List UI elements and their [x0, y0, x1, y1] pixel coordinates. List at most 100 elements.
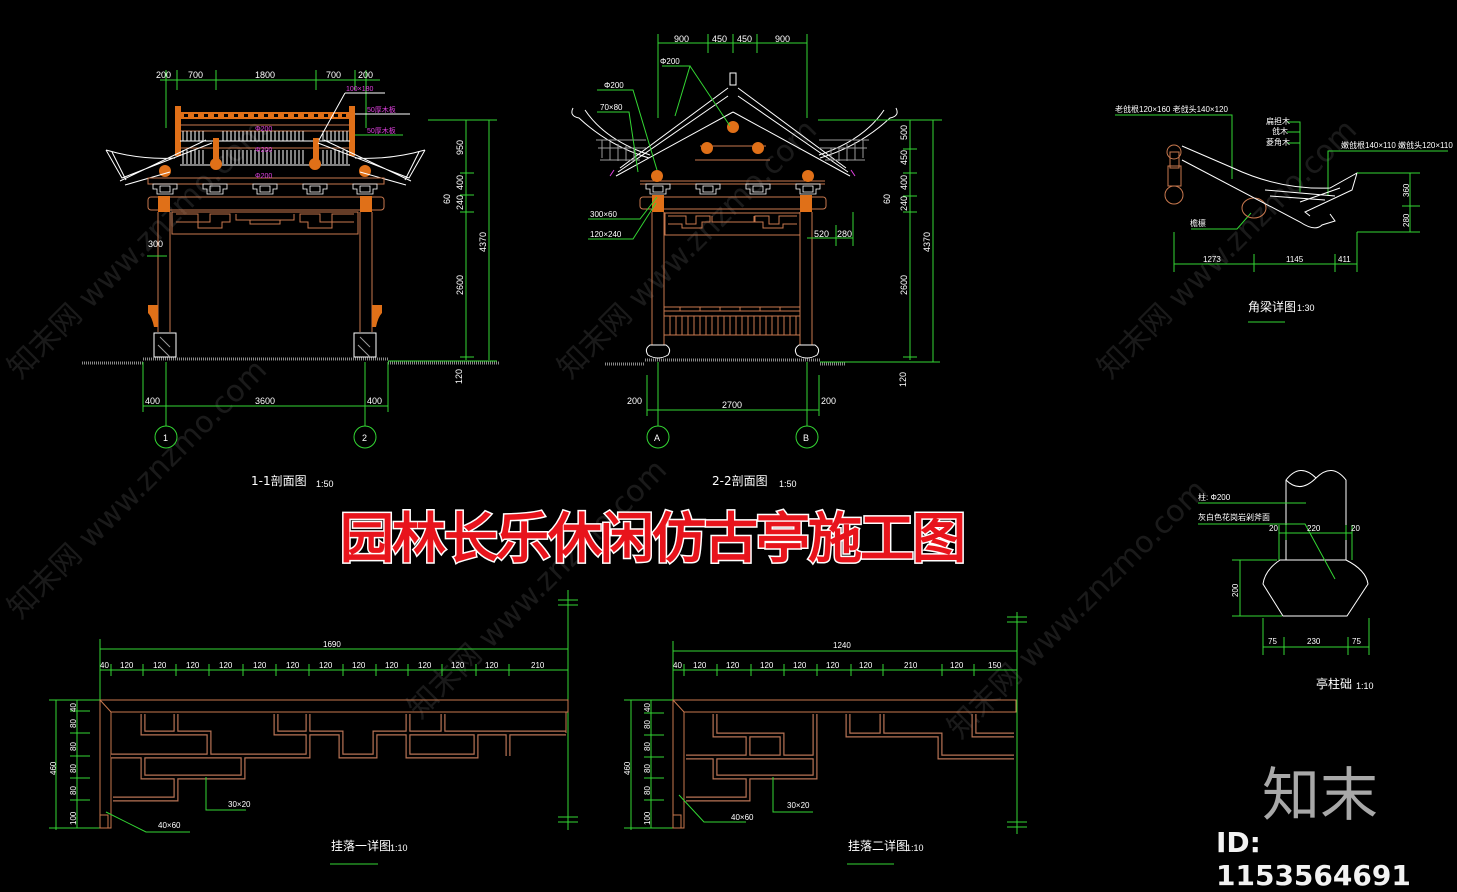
fascia-lattice — [99, 699, 569, 829]
dim-text: 400 — [367, 396, 382, 406]
dim-text: 400 — [899, 175, 909, 190]
drawing-title: 挂落二详图 — [848, 838, 908, 853]
annotation-text: 50厚木板 — [367, 105, 396, 114]
annotation-text: Φ200 — [255, 126, 272, 133]
annotation-text: 老戗根120×160 老戗头140×120 — [1115, 104, 1229, 114]
annotation-text: 300×60 — [590, 210, 617, 219]
dim-text: 4370 — [922, 232, 932, 252]
dim-text: 20 — [1269, 524, 1278, 533]
annotation-text: 70×80 — [600, 103, 623, 112]
dim-text: 4370 — [478, 232, 488, 252]
drawing-scale: 1:10 — [906, 843, 924, 853]
dim-text: 200 — [821, 396, 836, 406]
dim-text: 100 — [69, 811, 78, 825]
dim-text: 120 — [286, 661, 300, 670]
dim-text: 120 — [186, 661, 200, 670]
hanging-fascia-1-detail: 1690 40 120 120 120 120 120 120 120 120 … — [49, 590, 578, 865]
dim-text: 120 — [352, 661, 366, 670]
bracket-sets — [645, 183, 821, 195]
dim-text: 230 — [1307, 637, 1321, 646]
axis-label: B — [803, 433, 809, 443]
dim-text: 200 — [627, 396, 642, 406]
dim-text: 80 — [643, 786, 652, 795]
watermark-logo: 知末 — [1262, 761, 1379, 829]
dim-text: 80 — [643, 764, 652, 773]
dim-text: 60 — [882, 194, 892, 204]
dim-text: 300 — [148, 239, 163, 249]
dim-text: 450 — [899, 150, 909, 165]
dim-text: 700 — [326, 70, 341, 80]
dim-text: 520 — [814, 229, 829, 239]
dim-text: 210 — [531, 661, 545, 670]
column-base-detail: 柱: Φ200 灰白色花岗岩剁斧面 20 220 20 200 75 230 7… — [1198, 470, 1374, 691]
dim-text: 900 — [674, 34, 689, 44]
section-1-1: 200 700 1800 700 200 — [82, 70, 500, 489]
drawing-scale: 1:10 — [1356, 681, 1374, 691]
dimension-lines — [388, 119, 497, 362]
drawing-scale: 1:50 — [316, 479, 334, 489]
drawing-title: 亭柱础 — [1316, 676, 1352, 691]
drawing-title: 挂落一详图 — [331, 838, 391, 853]
dim-text: 950 — [455, 140, 465, 155]
axis-label: 1 — [163, 433, 168, 443]
dim-text: 200 — [358, 70, 373, 80]
dim-text: 411 — [1338, 255, 1351, 264]
dim-text: 220 — [1307, 524, 1321, 533]
fascia-lattice — [672, 699, 1017, 829]
dimension-lines — [657, 34, 808, 118]
hip-roof — [571, 72, 898, 185]
annotation-text: 30×20 — [787, 801, 810, 810]
annotation-text: 40×60 — [731, 813, 754, 822]
dim-text: 40 — [100, 661, 109, 670]
annotation-text: 50厚木板 — [367, 126, 396, 135]
dim-text: 400 — [455, 175, 465, 190]
dim-text: 210 — [904, 661, 918, 670]
dim-text: 460 — [623, 761, 632, 775]
dim-text: 3600 — [255, 396, 275, 406]
dim-text: 120 — [454, 369, 464, 384]
dim-text: 40 — [643, 703, 652, 712]
corner-beam-shape — [1164, 144, 1358, 229]
dim-text: 40 — [673, 661, 682, 670]
dim-text: 900 — [775, 34, 790, 44]
leader-lines — [588, 65, 854, 246]
annotation-text: 嫩戗根140×110 嫩戗头120×110 — [1341, 140, 1453, 150]
dim-text: 120 — [451, 661, 465, 670]
dim-text: 1240 — [833, 641, 851, 650]
dim-text: 280 — [1402, 213, 1411, 227]
annotation-text: 扁担木 — [1266, 116, 1290, 126]
corner-beam-detail: 老戗根120×160 老戗头140×120 扁担木 戗木 菱角木 嫩戗根140×… — [1115, 104, 1453, 323]
annotation-text: Φ200 — [255, 147, 272, 154]
dim-text: 120 — [319, 661, 333, 670]
beam-and-columns — [605, 195, 845, 366]
bracket-sets — [152, 183, 378, 195]
dim-text: 120 — [120, 661, 134, 670]
dim-text: 240 — [899, 196, 909, 211]
watermark-id: ID: 1153564691 — [1216, 826, 1411, 892]
dim-text: 1800 — [255, 70, 275, 80]
dim-text: 460 — [49, 761, 58, 775]
seat-railing — [663, 306, 801, 336]
dim-text: 280 — [837, 229, 852, 239]
annotation-text: 菱角木 — [1266, 137, 1290, 147]
dim-text: 240 — [455, 195, 465, 210]
dim-text: 360 — [1402, 183, 1411, 197]
dim-text: 120 — [859, 661, 873, 670]
dim-text: 20 — [1351, 524, 1360, 533]
dimension-lines — [160, 70, 380, 128]
dim-text: 80 — [643, 742, 652, 751]
annotation-text: 40×60 — [158, 821, 181, 830]
watermark-text: 知末网 www.znzmo.com — [1091, 113, 1364, 386]
dim-text: 200 — [1231, 583, 1240, 597]
dim-text: 120 — [485, 661, 499, 670]
dim-text: 1690 — [323, 640, 341, 649]
dim-text: 75 — [1352, 637, 1361, 646]
annotation-text: 柱: Φ200 — [1198, 492, 1231, 502]
dimension-lines — [624, 612, 1027, 834]
dim-text: 120 — [793, 661, 807, 670]
dim-text: 200 — [156, 70, 171, 80]
main-title: 园林长乐休闲仿古亭施工图 — [339, 506, 968, 572]
dim-text: 450 — [737, 34, 752, 44]
dimension-lines — [1232, 525, 1370, 655]
drawing-title: 角梁详图 — [1248, 299, 1296, 314]
